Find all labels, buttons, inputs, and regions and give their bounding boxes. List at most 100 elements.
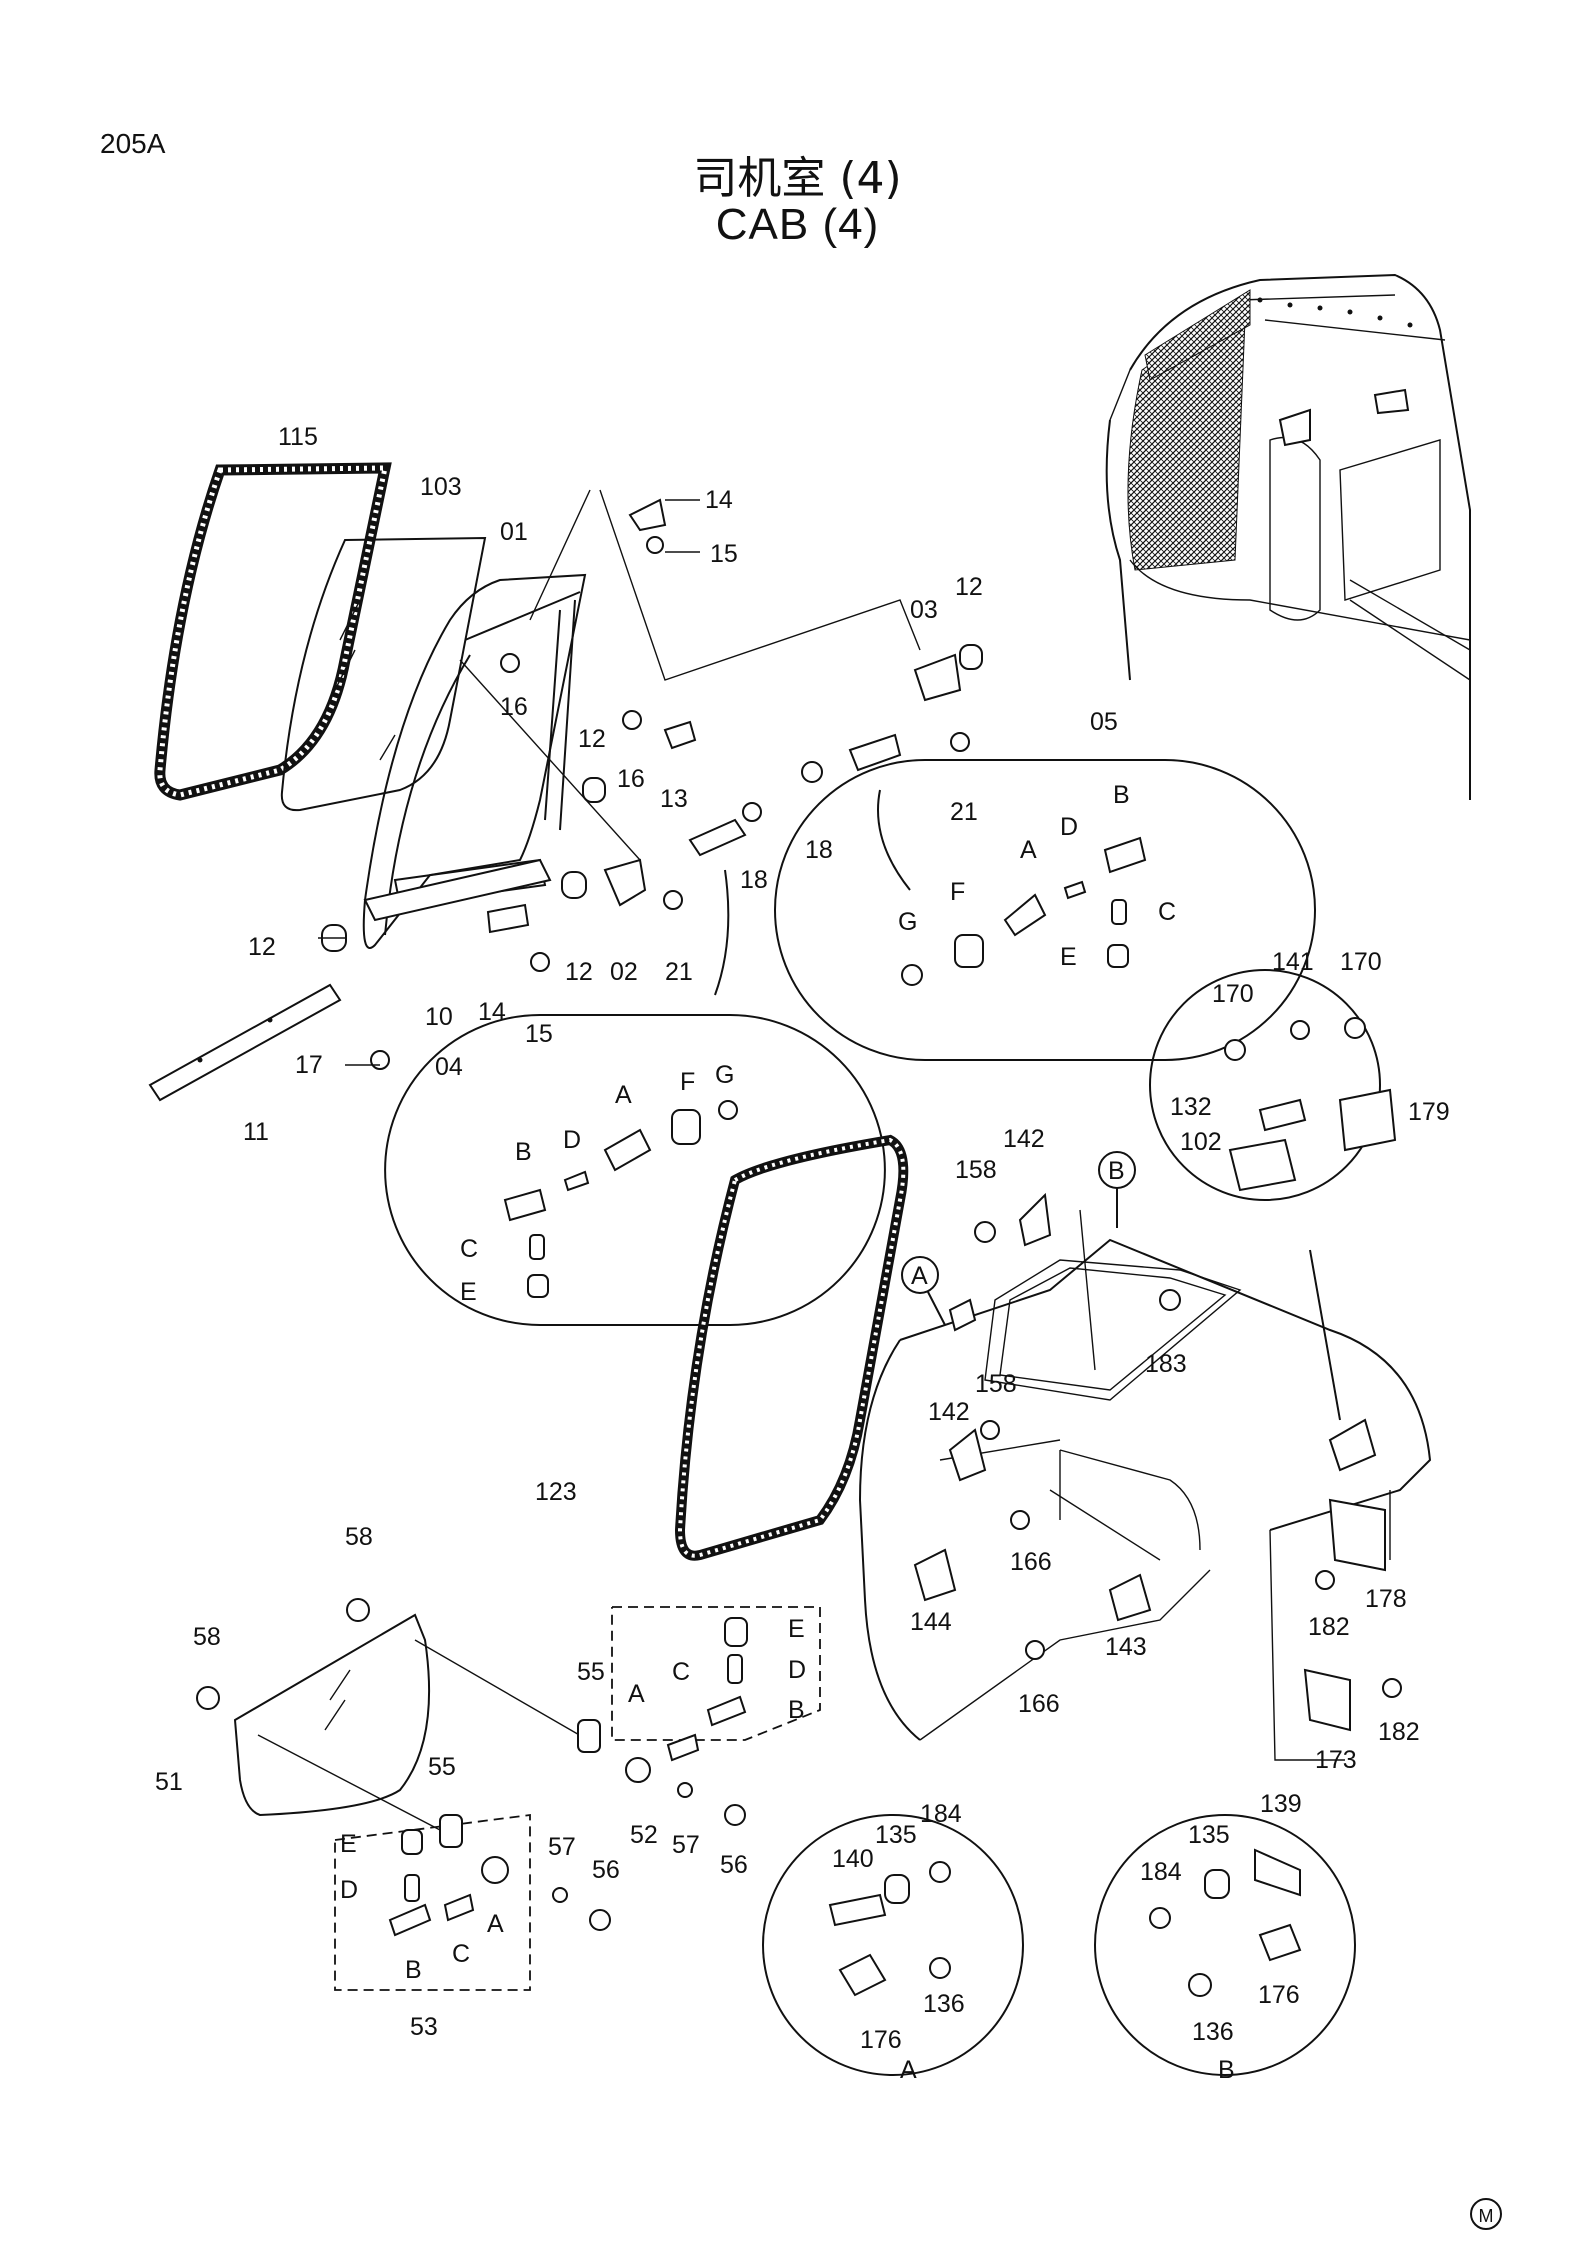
- label-56: 56: [720, 1851, 748, 1879]
- label-142: 142: [1003, 1125, 1045, 1153]
- label-51: 51: [155, 1768, 183, 1796]
- latch-assembly-53: [334, 1813, 611, 1991]
- label-57: 57: [548, 1833, 576, 1861]
- door-seal-115: [154, 462, 392, 801]
- label-176: 176: [1258, 1981, 1300, 2009]
- label-14: 14: [478, 998, 506, 1026]
- title-english: CAB (4): [715, 200, 880, 249]
- label-173: 173: [1315, 1746, 1357, 1774]
- label-52-b: B: [788, 1696, 805, 1724]
- label-53-b: B: [405, 1956, 422, 1984]
- label-56: 56: [592, 1856, 620, 1884]
- label-05-b: B: [1113, 781, 1130, 809]
- label-05-a: A: [1020, 836, 1037, 864]
- label-182: 182: [1378, 1718, 1420, 1746]
- label-05-g: G: [898, 908, 917, 936]
- frame-hardware: [148, 498, 762, 1102]
- label-04-a: A: [615, 1081, 632, 1109]
- label-15: 15: [525, 1020, 553, 1048]
- label-52-e: E: [788, 1615, 805, 1643]
- label-05: 05: [1090, 708, 1118, 736]
- label-12: 12: [578, 725, 606, 753]
- page-id: 205A: [100, 128, 166, 159]
- label-143: 143: [1105, 1633, 1147, 1661]
- label-53-e: E: [340, 1830, 357, 1858]
- label-178: 178: [1365, 1585, 1407, 1613]
- label-52-d: D: [788, 1656, 806, 1684]
- label-05-f: F: [950, 878, 965, 906]
- label-53-d: D: [340, 1876, 358, 1904]
- label-05-d: D: [1060, 813, 1078, 841]
- label-158: 158: [955, 1156, 997, 1184]
- label-14: 14: [705, 486, 733, 514]
- label-53-a: A: [487, 1910, 504, 1938]
- title-chinese: 司机室 (4): [693, 153, 902, 204]
- detail-a-label: A: [900, 2056, 917, 2084]
- label-12: 12: [248, 933, 276, 961]
- label-52-a: A: [628, 1680, 645, 1708]
- label-04-e: E: [460, 1278, 477, 1306]
- label-18: 18: [805, 836, 833, 864]
- label-144: 144: [910, 1608, 952, 1636]
- label-55: 55: [577, 1658, 605, 1686]
- label-182: 182: [1308, 1613, 1350, 1641]
- label-136: 136: [1192, 2018, 1234, 2046]
- label-166: 166: [1018, 1690, 1060, 1718]
- label-16: 16: [500, 693, 528, 721]
- label-139: 139: [1260, 1790, 1302, 1818]
- label-53: 53: [410, 2013, 438, 2041]
- label-12: 12: [565, 958, 593, 986]
- latch-assembly-52: [577, 1606, 821, 1826]
- label-135: 135: [875, 1821, 917, 1849]
- label-102: 102: [1180, 1128, 1222, 1156]
- label-135: 135: [1188, 1821, 1230, 1849]
- callout-a-circle: [901, 1256, 939, 1294]
- label-04: 04: [435, 1053, 463, 1081]
- label-184: 184: [1140, 1858, 1182, 1886]
- label-170: 170: [1212, 980, 1254, 1008]
- label-123: 123: [535, 1478, 577, 1506]
- detail-04-bubble: [384, 869, 886, 1326]
- label-17: 17: [295, 1051, 323, 1079]
- label-05-c: C: [1158, 898, 1176, 926]
- label-183: 183: [1145, 1350, 1187, 1378]
- callout-a-text: A: [911, 1262, 928, 1290]
- label-21: 21: [950, 798, 978, 826]
- door-glass-103: [280, 536, 487, 812]
- label-58: 58: [193, 1623, 221, 1651]
- door-frame-01: [362, 573, 587, 949]
- callout-b-text: B: [1108, 1157, 1125, 1185]
- label-11: 11: [243, 1118, 269, 1146]
- label-170: 170: [1340, 948, 1382, 976]
- label-140: 140: [832, 1845, 874, 1873]
- label-166: 166: [1010, 1548, 1052, 1576]
- detail-a-circle: [762, 1814, 1024, 2076]
- label-21: 21: [665, 958, 693, 986]
- label-179: 179: [1408, 1098, 1450, 1126]
- label-103: 103: [420, 473, 462, 501]
- label-16: 16: [617, 765, 645, 793]
- label-04-g: G: [715, 1061, 734, 1089]
- label-18: 18: [740, 866, 768, 894]
- label-12: 12: [955, 573, 983, 601]
- label-04-c: C: [460, 1235, 478, 1263]
- label-13: 13: [660, 785, 688, 813]
- label-04-d: D: [563, 1126, 581, 1154]
- detail-b-circle: [1094, 1814, 1356, 2076]
- hinge-assembly-03: [801, 644, 983, 783]
- cab-frame-structure: [858, 1192, 1432, 1761]
- label-03: 03: [910, 596, 938, 624]
- detail-hinge-circle: [1149, 969, 1397, 1421]
- label-115: 115: [278, 423, 318, 451]
- door-seal-123: [674, 1134, 909, 1561]
- m-mark: M: [1470, 2198, 1502, 2230]
- cab-overview-drawing: [1105, 273, 1471, 800]
- label-58: 58: [345, 1523, 373, 1551]
- label-55: 55: [428, 1753, 456, 1781]
- label-158: 158: [975, 1370, 1017, 1398]
- label-184: 184: [920, 1800, 962, 1828]
- label-132: 132: [1170, 1093, 1212, 1121]
- label-01: 01: [500, 518, 528, 546]
- label-15: 15: [710, 540, 738, 568]
